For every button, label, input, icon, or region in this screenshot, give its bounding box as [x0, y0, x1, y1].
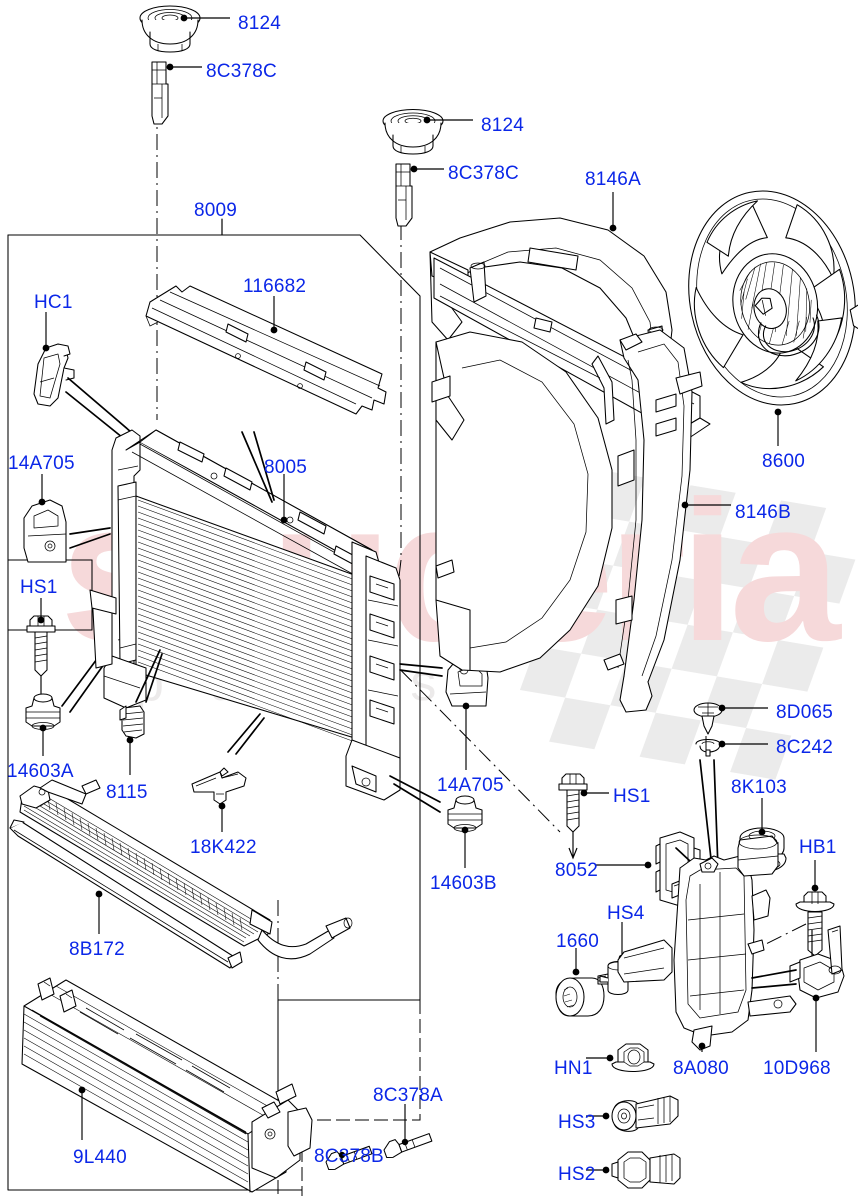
part-18k422-bracket [191, 767, 247, 805]
part-label-8146a[interactable]: 8146A [585, 169, 641, 190]
part-hs1-bolt-right [558, 773, 588, 833]
part-hs3-screw [611, 1095, 679, 1132]
leader-1660 [572, 948, 580, 976]
part-label-8052[interactable]: 8052 [555, 860, 599, 881]
leader-18k422 [218, 713, 265, 832]
leader-14a705-left [38, 474, 111, 549]
part-8146a-fan-shroud-upper [429, 217, 711, 441]
part-label-hs2[interactable]: HS2 [558, 1164, 596, 1185]
leader-hs1-right [568, 789, 609, 860]
part-label-116682[interactable]: 116682 [243, 276, 307, 297]
part-label-14603a[interactable]: 14603A [7, 761, 74, 782]
leader-8146a [609, 192, 617, 232]
part-label-14a705-right[interactable]: 14A705 [437, 775, 504, 796]
leader-8k103 [758, 798, 766, 836]
leader-hs2 [586, 1166, 610, 1174]
part-label-9l440[interactable]: 9L440 [73, 1147, 127, 1168]
part-14603a-insulator [25, 693, 61, 730]
part-label-hs1-right[interactable]: HS1 [613, 786, 651, 807]
leader-14a705-right [399, 663, 470, 770]
part-8005-radiator-core [89, 429, 401, 801]
part-label-hc1[interactable]: HC1 [34, 292, 73, 313]
part-9l440-charge-air-cooler [21, 977, 313, 1193]
leader-hs3 [586, 1112, 610, 1120]
part-label-8d065[interactable]: 8D065 [776, 702, 833, 723]
leader-8600 [774, 408, 782, 446]
part-hs1-bolt-left [26, 615, 56, 677]
part-8c242-washer [695, 738, 721, 757]
part-8124-grommet-top [139, 5, 201, 53]
part-label-8115[interactable]: 8115 [106, 782, 148, 803]
part-8b172-oil-cooler-rail [9, 819, 243, 969]
centerline-8d065-to-tank [699, 736, 719, 869]
part-8124-grommet-second [382, 108, 444, 155]
leader-8c378c-second [410, 165, 444, 173]
part-label-8k103[interactable]: 8K103 [731, 777, 787, 798]
part-8c378c-pin-top [151, 61, 169, 125]
part-hc1-hose-clip [33, 343, 75, 407]
part-label-8c378c-second[interactable]: 8C378C [448, 163, 519, 184]
leader-8005 [241, 431, 288, 524]
part-label-14603b[interactable]: 14603B [430, 873, 497, 894]
part-label-hn1[interactable]: HN1 [554, 1058, 593, 1079]
leader-hn1 [586, 1054, 614, 1062]
part-label-8c378c-top[interactable]: 8C378C [206, 61, 277, 82]
part-label-8c378b[interactable]: 8C378B [314, 1146, 384, 1167]
part-label-8c242[interactable]: 8C242 [776, 737, 833, 758]
part-8a080-expansion-tank [617, 834, 797, 1051]
part-label-hb1[interactable]: HB1 [799, 837, 837, 858]
leader-hs1-left [37, 598, 45, 700]
part-8c378a-pin [383, 1133, 433, 1159]
leader-8124-top [180, 14, 230, 22]
part-1660-isolator-bush [555, 977, 605, 1017]
leader-8115 [126, 649, 163, 775]
part-label-8b172[interactable]: 8B172 [69, 939, 125, 960]
part-label-hs1-left[interactable]: HS1 [20, 577, 58, 598]
part-label-8124-top[interactable]: 8124 [238, 13, 282, 34]
part-label-hs4[interactable]: HS4 [607, 903, 645, 924]
leader-9l440 [78, 1086, 86, 1140]
part-label-8124-second[interactable]: 8124 [481, 115, 525, 136]
part-label-1660[interactable]: 1660 [556, 931, 600, 952]
part-hs2-bolt [611, 1151, 681, 1189]
leader-8146b [681, 501, 731, 509]
part-label-8c378a[interactable]: 8C378A [373, 1085, 443, 1106]
part-label-8a080[interactable]: 8A080 [673, 1058, 729, 1079]
part-8146b-fan-shroud-lower [431, 329, 693, 713]
leader-8c378b [338, 1151, 346, 1162]
part-label-8600[interactable]: 8600 [762, 451, 806, 472]
part-hb1-bolt [795, 891, 835, 957]
part-8c378c-pin-second [395, 163, 413, 227]
part-10d968-level-sensor [789, 925, 845, 999]
leader-10d968 [751, 969, 820, 1052]
leader-8c242 [718, 740, 768, 748]
part-label-8146b[interactable]: 8146B [735, 502, 791, 523]
part-14a705-bracket-left [23, 499, 67, 563]
part-116682-air-deflector [145, 285, 387, 415]
part-label-hs3[interactable]: HS3 [558, 1112, 596, 1133]
part-label-18k422[interactable]: 18K422 [190, 837, 257, 858]
part-14603b-insulator [447, 795, 483, 832]
part-hn1-nut [611, 1043, 655, 1073]
part-8600-cooling-fan [675, 190, 858, 406]
part-label-14a705-left[interactable]: 14A705 [8, 453, 75, 474]
part-label-8009[interactable]: 8009 [194, 200, 238, 221]
part-label-10d968[interactable]: 10D968 [763, 1058, 831, 1079]
leader-8124-second [423, 116, 473, 124]
leader-8a080 [698, 1042, 706, 1052]
part-oil-cooler-upper [19, 779, 353, 960]
part-label-8005[interactable]: 8005 [264, 457, 308, 478]
leader-14603b [389, 775, 469, 868]
leader-8c378a [401, 1104, 409, 1146]
leader-8b172 [95, 890, 103, 934]
leader-8d065 [718, 704, 768, 712]
part-8115-drain-plug [119, 705, 145, 739]
leader-8c378c-top [166, 63, 202, 71]
leader-116682 [270, 296, 278, 334]
